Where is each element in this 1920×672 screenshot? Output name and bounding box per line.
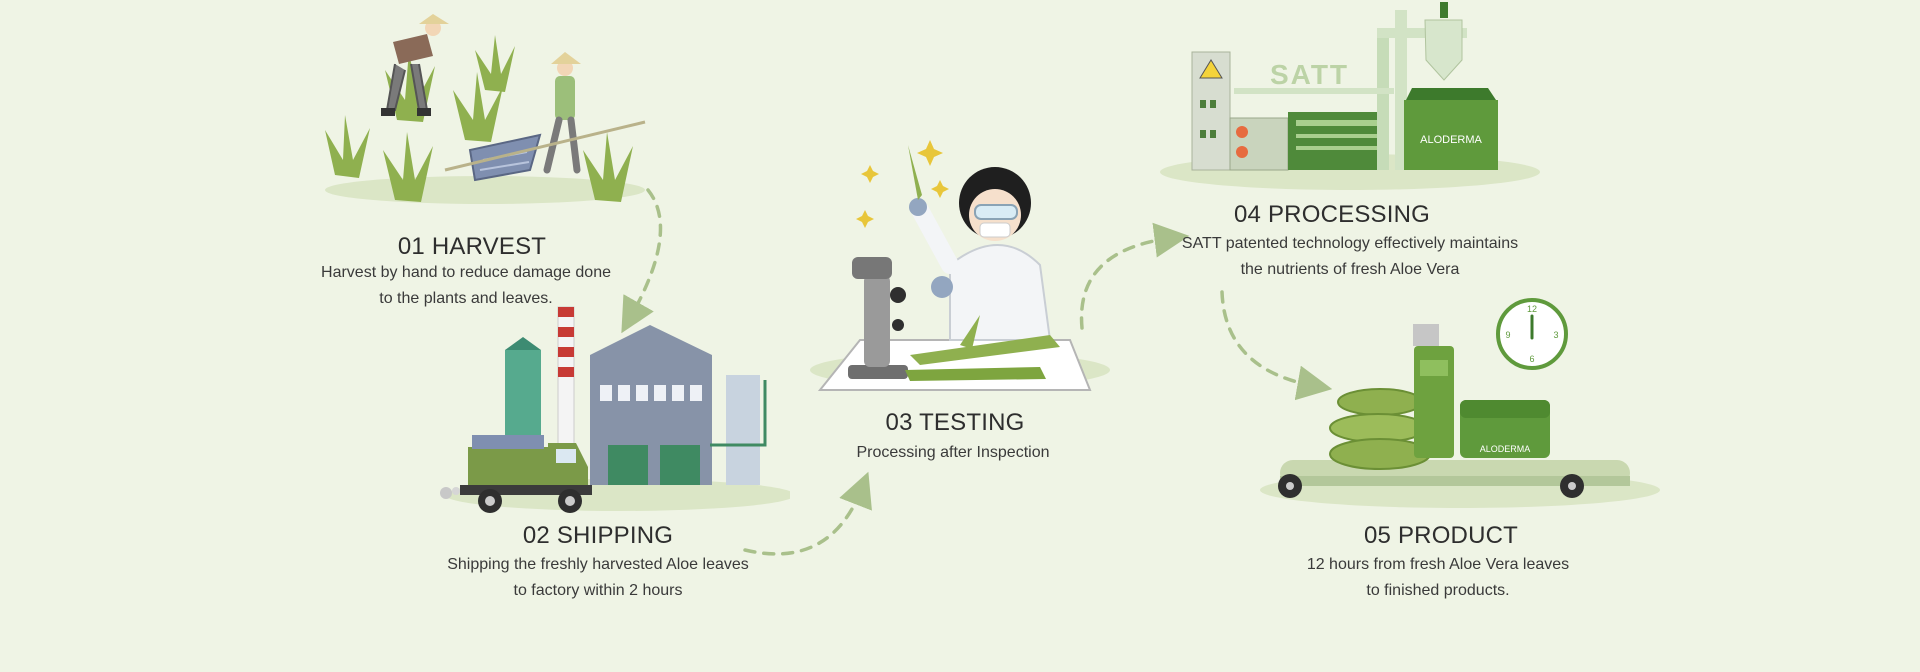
clock-number-6: 6	[1529, 354, 1534, 364]
step-01-desc-line-1: Harvest by hand to reduce damage done	[321, 264, 611, 281]
arrow-testing-to-processing	[1079, 222, 1190, 330]
machine-brand-label: ALODERMA	[1420, 134, 1482, 146]
step-03-description: Processing after Inspection	[857, 440, 1050, 466]
step-02-desc-line-2: to factory within 2 hours	[513, 582, 683, 599]
step-03-title: 03 TESTING	[886, 409, 1025, 437]
step-01-name: HARVEST	[431, 233, 547, 260]
step-01-title: 01 HARVEST	[398, 233, 546, 261]
step-05-description: 12 hours from fresh Aloe Vera leaves to …	[1307, 552, 1569, 604]
step-03-desc-line-1: Processing after Inspection	[856, 444, 1050, 461]
factory-sign: SATT	[1270, 59, 1349, 90]
step-03-number: 03	[885, 409, 913, 436]
step-05-desc-line-2: to finished products.	[1366, 582, 1510, 599]
step-04-number: 04	[1233, 201, 1262, 228]
clock-number-3: 3	[1553, 330, 1558, 340]
arrow-processing-to-product	[1220, 290, 1333, 401]
processing-machinery-icon: SATT ALODERMA	[1160, 2, 1540, 190]
clock-number-9: 9	[1505, 330, 1510, 340]
step-04-name: PROCESSING	[1267, 201, 1431, 228]
harvest-farmers-icon	[325, 14, 646, 204]
step-05-name: PRODUCT	[1397, 522, 1519, 549]
step-02-desc-line-1: Shipping the freshly harvested Aloe leav…	[447, 556, 749, 573]
step-01-number: 01	[397, 233, 425, 260]
step-05-title: 05 PRODUCT	[1364, 522, 1518, 550]
arrow-harvest-to-shipping	[621, 188, 663, 334]
testing-scientist-microscope-icon	[810, 140, 1110, 391]
step-02-description: Shipping the freshly harvested Aloe leav…	[447, 552, 749, 604]
step-01-desc-line-2: to the plants and leaves.	[379, 290, 553, 307]
product-aloe-bottle-clock-icon: ALODERMA 12 3 6 9	[1260, 298, 1660, 508]
step-04-desc-line-1: SATT patented technology effectively mai…	[1181, 235, 1519, 252]
step-02-name: SHIPPING	[556, 522, 674, 549]
arrow-shipping-to-testing	[743, 471, 872, 556]
shipping-factory-truck-icon	[440, 306, 790, 513]
step-02-number: 02	[522, 522, 550, 549]
jar-brand-label: ALODERMA	[1480, 444, 1531, 454]
step-04-desc-line-2: the nutrients of fresh Aloe Vera	[1240, 261, 1460, 278]
step-03-name: TESTING	[919, 409, 1025, 436]
step-01-description: Harvest by hand to reduce damage done to…	[321, 260, 611, 312]
step-02-title: 02 SHIPPING	[523, 522, 673, 550]
step-04-description: SATT patented technology effectively mai…	[1182, 231, 1518, 283]
step-05-number: 05	[1363, 522, 1392, 549]
step-05-desc-line-1: 12 hours from fresh Aloe Vera leaves	[1306, 556, 1570, 573]
step-04-title: 04 PROCESSING	[1234, 201, 1430, 229]
clock-number-12: 12	[1527, 304, 1537, 314]
